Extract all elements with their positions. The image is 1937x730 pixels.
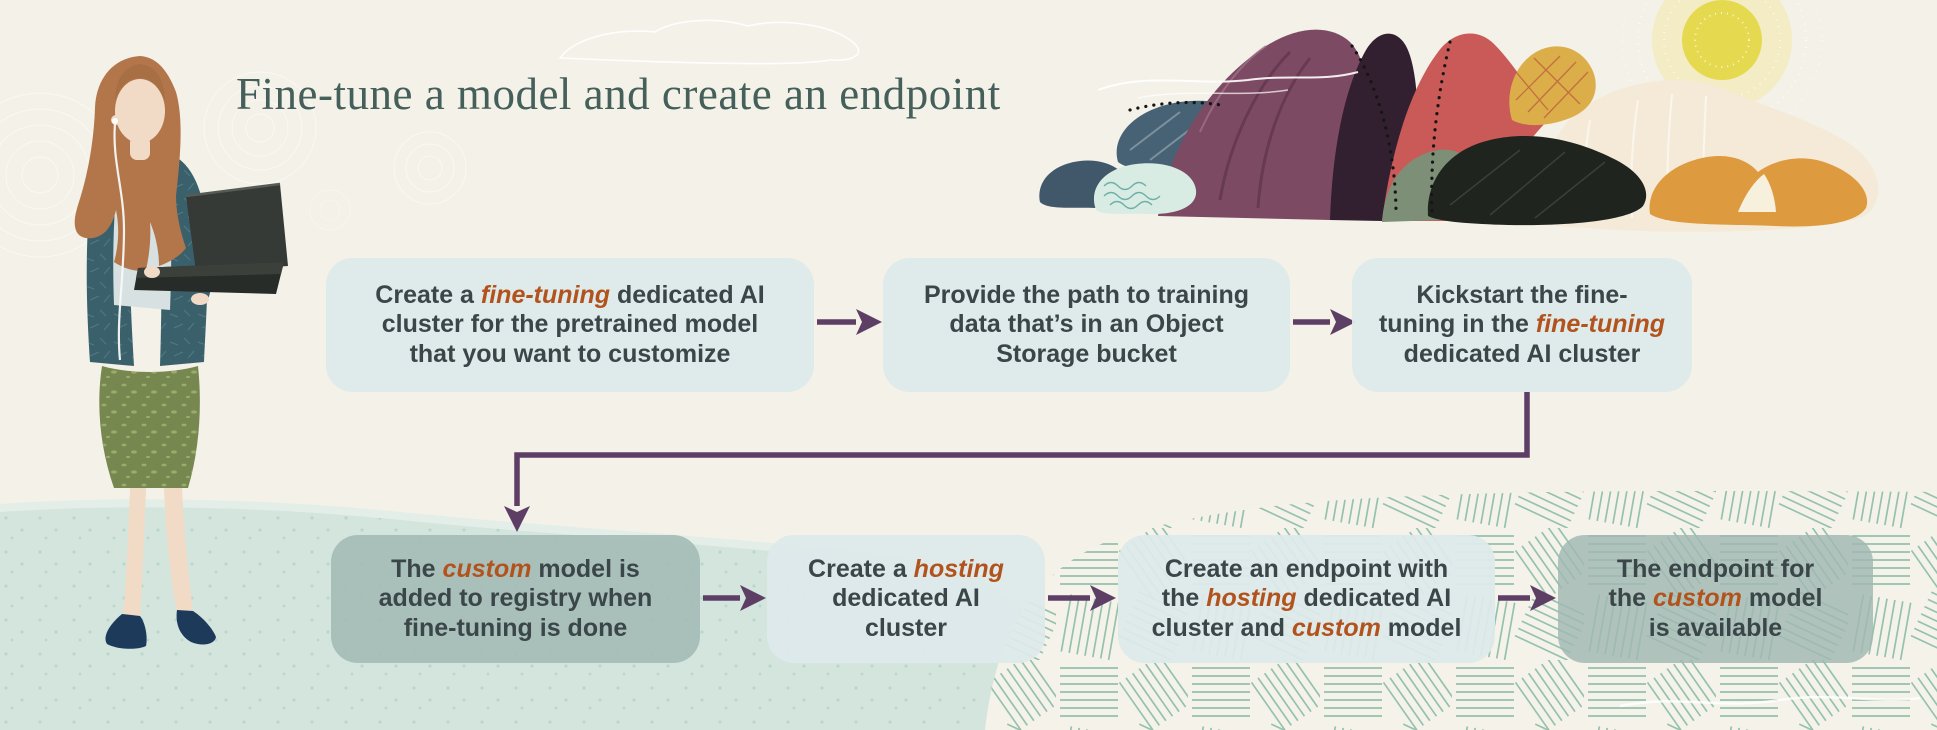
- woman-legs: [123, 488, 193, 618]
- step-text: Create a hosting dedicated AI cluster: [808, 554, 1004, 642]
- step-provide-training-data-path: Provide the path to training data that’s…: [883, 258, 1290, 392]
- step-text: Provide the path to training data that’s…: [923, 280, 1249, 368]
- elbow-connector-step3-step4: [504, 392, 1530, 532]
- woman-neck: [130, 136, 150, 160]
- step-create-endpoint: Create an endpoint with the hosting dedi…: [1118, 535, 1495, 663]
- step-create-fine-tuning-cluster: Create a fine-tuning dedicated AI cluste…: [326, 258, 814, 392]
- step-kickstart-fine-tuning: Kickstart the fine- tuning in the fine-t…: [1352, 258, 1692, 392]
- arrow-step4-step5: [703, 585, 766, 611]
- swirl-texture: [0, 71, 467, 258]
- arrow-step2-step3: [1293, 309, 1356, 335]
- woman-hand-typing: [144, 266, 160, 278]
- step-text: Create a fine-tuning dedicated AI cluste…: [375, 280, 765, 368]
- flow-connectors: [504, 309, 1556, 611]
- cloud-outline: [558, 19, 860, 65]
- arrow-step1-step2: [817, 309, 882, 335]
- woman-face: [115, 79, 165, 143]
- earbud-icon: [112, 118, 118, 124]
- arrow-step6-step7: [1498, 585, 1556, 611]
- step-text: The endpoint for the custom model is ava…: [1608, 554, 1823, 642]
- woman-hand-holding: [191, 293, 209, 305]
- page-title: Fine-tune a model and create an endpoint: [236, 69, 1001, 119]
- woman-fringe: [115, 64, 165, 100]
- step-text: The custom model is added to registry wh…: [378, 554, 653, 642]
- step-text: Create an endpoint with the hosting dedi…: [1151, 554, 1462, 642]
- step-custom-model-added-to-registry: The custom model is added to registry wh…: [331, 535, 700, 663]
- step-endpoint-available: The endpoint for the custom model is ava…: [1558, 535, 1873, 663]
- woman-shoes: [105, 610, 216, 649]
- step-create-hosting-cluster: Create a hosting dedicated AI cluster: [767, 535, 1045, 663]
- laptop: [134, 182, 288, 294]
- arrow-step5-step6: [1048, 585, 1116, 611]
- earbud-cord: [113, 123, 126, 361]
- step-text: Kickstart the fine- tuning in the fine-t…: [1378, 280, 1666, 368]
- woman-illustration: [74, 56, 288, 649]
- mountain-illustration: [1039, 29, 1879, 232]
- woman-skirt: [99, 366, 200, 488]
